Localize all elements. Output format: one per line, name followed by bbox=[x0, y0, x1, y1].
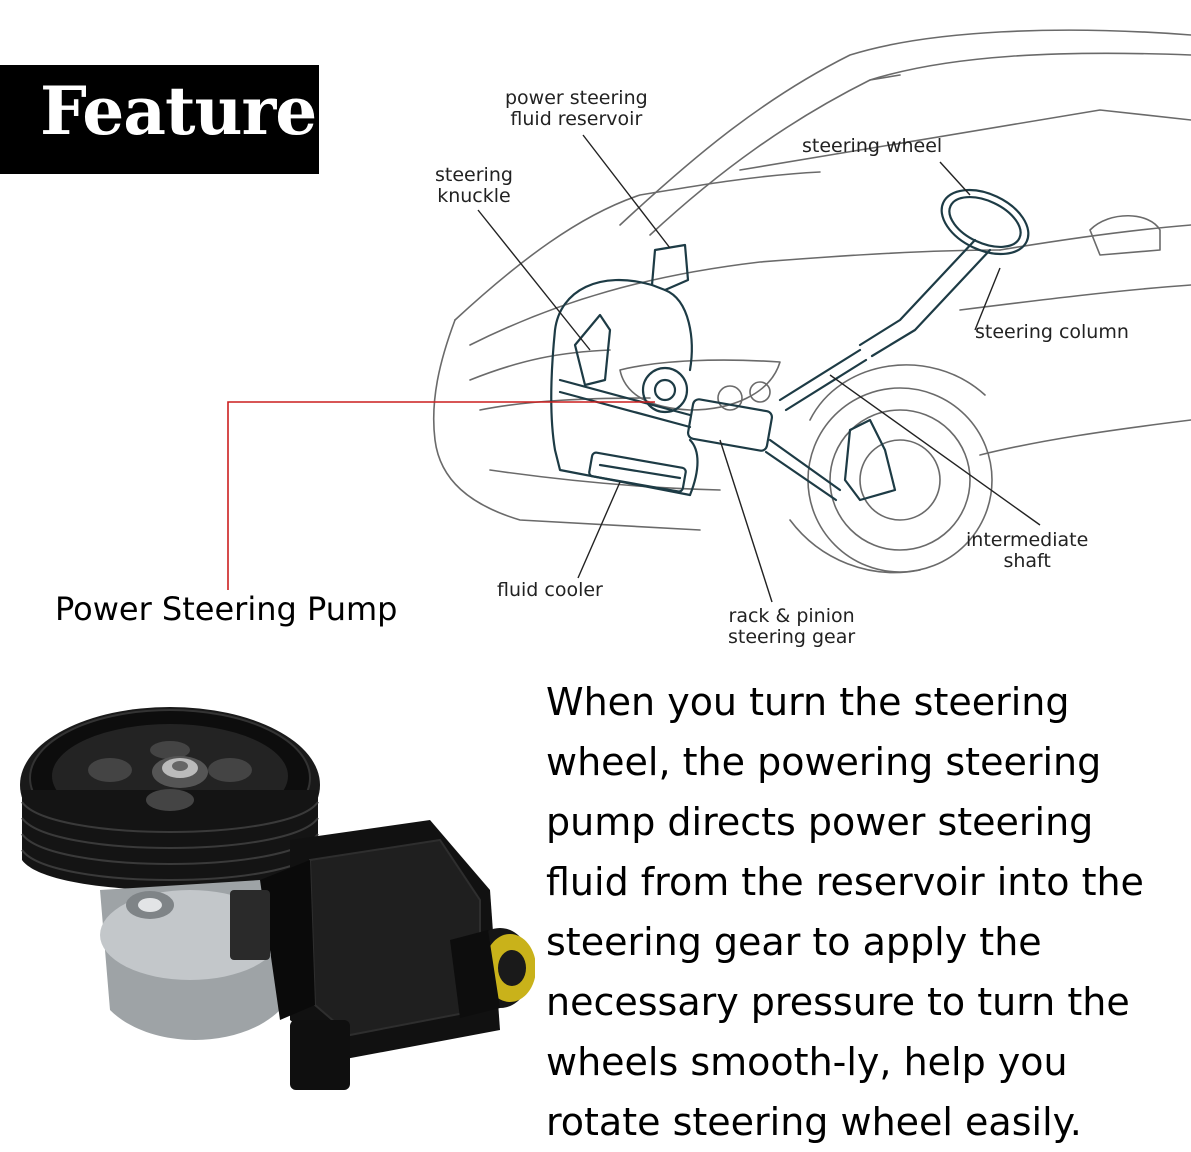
feature-badge bbox=[0, 65, 319, 174]
description-line: wheel, the powering steering bbox=[546, 740, 1102, 784]
pump-product-image bbox=[20, 707, 535, 1090]
label-fluid-cooler: fluid cooler bbox=[497, 579, 603, 601]
label-steering-wheel: steering wheel bbox=[802, 135, 943, 157]
description-text: When you turn the steering wheel, the po… bbox=[546, 672, 1186, 1152]
car-steering-diagram bbox=[227, 29, 1191, 603]
description-line: necessary pressure to turn the bbox=[546, 980, 1130, 1024]
pump-pointer-line bbox=[227, 401, 655, 590]
label-rack-pinion: rack & pinion steering gear bbox=[728, 605, 856, 648]
label-intermediate-shaft: intermediate shaft bbox=[966, 529, 1089, 572]
label-knuckle: steering knuckle bbox=[435, 164, 513, 207]
description-line: rotate steering wheel easily. bbox=[546, 1100, 1082, 1144]
label-steering-column: steering column bbox=[975, 321, 1129, 343]
page-title: Feature bbox=[40, 72, 317, 150]
description-line: When you turn the steering bbox=[546, 680, 1070, 724]
description-line: fluid from the reservoir into the bbox=[546, 860, 1144, 904]
description-line: wheels smooth-ly, help you bbox=[546, 1040, 1068, 1084]
label-reservoir: power steering fluid reservoir bbox=[505, 87, 648, 130]
pump-label: Power Steering Pump bbox=[55, 590, 398, 628]
description-line: pump directs power steering bbox=[546, 800, 1094, 844]
description-line: steering gear to apply the bbox=[546, 920, 1042, 964]
